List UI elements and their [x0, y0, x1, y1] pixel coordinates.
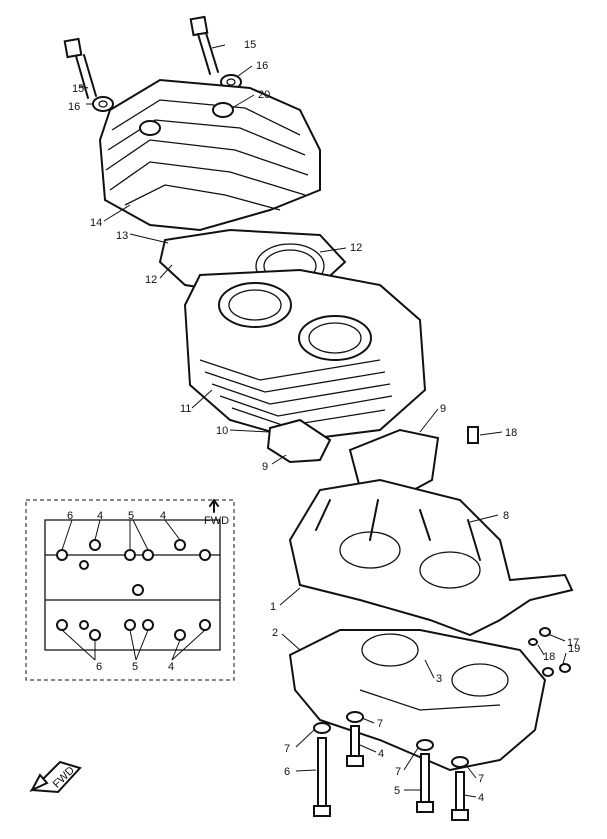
callout-7a: 7: [284, 743, 290, 755]
callout-9b: 9: [262, 461, 268, 473]
callout-18a: 18: [505, 427, 517, 439]
lower-crankcase: [288, 629, 547, 772]
inset-fwd: FWD: [204, 515, 229, 527]
inset-detail: 6 4 5 4 FWD 6 5 4: [25, 499, 235, 681]
bottom-bolts: [313, 711, 469, 821]
callout-3: 3: [436, 673, 442, 685]
fwd-arrow: FWD: [29, 760, 82, 794]
callout-10: 10: [216, 425, 228, 437]
inset-label-5a: 5: [128, 510, 134, 522]
callout-8: 8: [503, 510, 509, 522]
callout-13: 13: [116, 230, 128, 242]
callout-18b: 18: [543, 651, 555, 663]
inset-label-4a: 4: [97, 510, 103, 522]
inset-label-5b: 5: [132, 661, 138, 673]
callout-14: 14: [90, 217, 102, 229]
inset-leaders: [61, 519, 206, 661]
inset-label-4c: 4: [168, 661, 174, 673]
inset-label-4b: 4: [160, 510, 166, 522]
inset-label-6b: 6: [96, 661, 102, 673]
cylinder-head: [98, 78, 321, 232]
callout-15a: 15: [244, 39, 256, 51]
callout-12a: 12: [350, 242, 362, 254]
cylinder-block: [183, 268, 427, 442]
inset-label-6a: 6: [67, 510, 73, 522]
callout-labels: 15 15 16 16 20 14 13 12 12 11 10 9 9 18 …: [68, 39, 580, 804]
callout-4a: 4: [378, 748, 384, 760]
inset-fwd-arrow: [209, 499, 219, 513]
callout-15b: 15: [72, 83, 84, 95]
right-small-parts: [528, 627, 571, 677]
stud-18: [467, 426, 479, 444]
head-bolt-left: [63, 37, 97, 99]
upper-crankcase: [288, 478, 574, 637]
callout-7d: 7: [478, 773, 484, 785]
callout-11: 11: [180, 403, 191, 415]
callout-16a: 16: [256, 60, 268, 72]
callout-7b: 7: [377, 718, 383, 730]
callout-19: 19: [568, 643, 580, 655]
callout-7c: 7: [395, 766, 401, 778]
callout-2: 2: [272, 627, 278, 639]
callout-4b: 4: [478, 792, 484, 804]
callout-9a: 9: [440, 403, 446, 415]
callout-20: 20: [258, 89, 270, 101]
leader-lines: [79, 44, 567, 798]
callout-17: 17: [567, 637, 579, 649]
callout-5: 5: [394, 785, 400, 797]
callout-12b: 12: [145, 274, 157, 286]
callout-16b: 16: [68, 101, 80, 113]
callout-1: 1: [270, 601, 276, 613]
callout-6: 6: [284, 766, 290, 778]
head-bolt-right: [189, 15, 219, 75]
